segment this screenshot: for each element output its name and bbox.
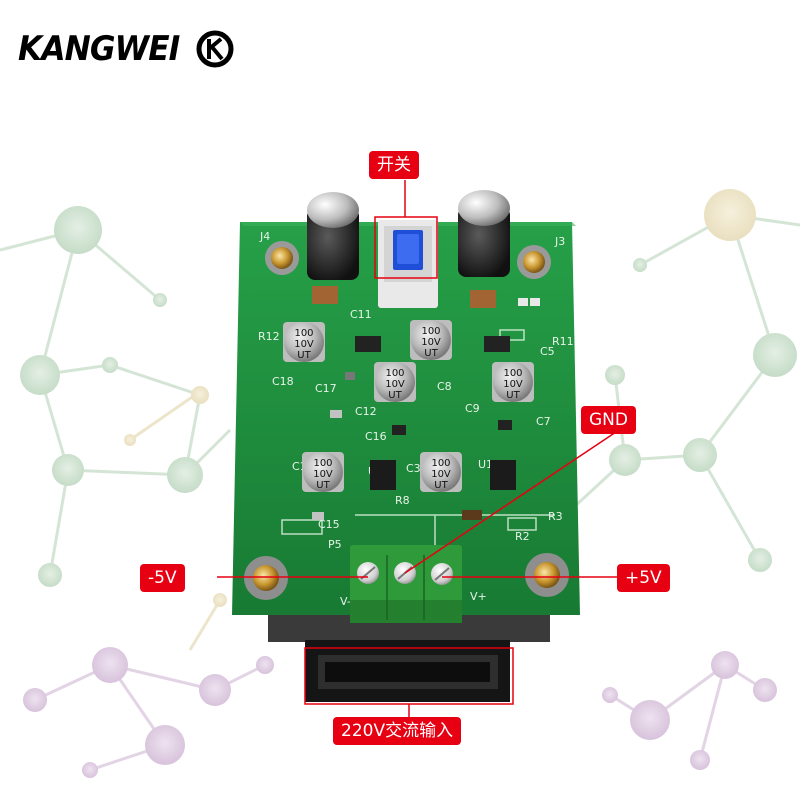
- callout-lines: [217, 180, 617, 717]
- svg-text:P5: P5: [328, 538, 342, 551]
- svg-text:UT: UT: [388, 390, 402, 401]
- svg-text:C16: C16: [365, 430, 387, 443]
- svg-text:C15: C15: [318, 518, 340, 531]
- svg-text:10V: 10V: [431, 469, 451, 480]
- svg-text:R3: R3: [548, 510, 563, 523]
- svg-text:UT: UT: [506, 390, 520, 401]
- svg-text:UT: UT: [316, 480, 330, 491]
- svg-text:C3: C3: [406, 462, 421, 475]
- svg-text:100: 100: [503, 368, 522, 379]
- svg-text:C17: C17: [315, 382, 337, 395]
- svg-text:100: 100: [313, 458, 332, 469]
- ac-input-label: 220V交流输入: [333, 717, 462, 745]
- svg-text:100: 100: [294, 328, 313, 339]
- svg-text:100: 100: [385, 368, 404, 379]
- background-bubbles: [20, 189, 797, 778]
- svg-text:V-: V-: [340, 595, 351, 608]
- svg-text:UT: UT: [297, 350, 311, 361]
- smd-components: [312, 286, 540, 520]
- svg-text:UT: UT: [434, 480, 448, 491]
- svg-text:100: 100: [431, 458, 450, 469]
- minus-5v-label: -5V: [140, 564, 185, 592]
- transformer: [268, 600, 550, 702]
- svg-text:J4: J4: [259, 230, 270, 243]
- svg-text:C5: C5: [540, 345, 555, 358]
- mounting-posts: [244, 241, 569, 600]
- svg-text:R2: R2: [515, 530, 530, 543]
- svg-text:R11: R11: [552, 335, 574, 348]
- svg-text:10V: 10V: [421, 337, 441, 348]
- svg-text:J3: J3: [554, 235, 565, 248]
- svg-text:10V: 10V: [503, 379, 523, 390]
- switch-label: 开关: [369, 151, 419, 179]
- power-switch: [378, 220, 438, 308]
- svg-text:C7: C7: [536, 415, 551, 428]
- svg-text:100: 100: [421, 326, 440, 337]
- svg-text:C12: C12: [355, 405, 377, 418]
- svg-text:V+: V+: [470, 590, 487, 603]
- brand-logo-text: KANGWEI: [18, 29, 180, 69]
- svg-text:C11: C11: [350, 308, 372, 321]
- electrolytic-capacitors: [307, 190, 510, 280]
- terminal-block: [350, 545, 462, 623]
- svg-text:10V: 10V: [313, 469, 333, 480]
- svg-text:U1: U1: [478, 458, 493, 471]
- svg-text:C8: C8: [437, 380, 452, 393]
- brand-logo-mark-icon: [196, 30, 234, 68]
- svg-text:C18: C18: [272, 375, 294, 388]
- svg-text:UT: UT: [424, 348, 438, 359]
- brand-logo: KANGWEI: [18, 26, 235, 72]
- switch-highlight-box: [374, 216, 438, 279]
- smd-capacitors: 100 10V UT 100 10V UT 100 10V UT 100 10V…: [283, 320, 534, 492]
- svg-text:10V: 10V: [385, 379, 405, 390]
- gnd-label: GND: [581, 406, 636, 434]
- svg-text:C9: C9: [465, 402, 480, 415]
- svg-text:R12: R12: [258, 330, 280, 343]
- svg-text:R8: R8: [395, 494, 410, 507]
- plus-5v-label: +5V: [617, 564, 670, 592]
- svg-text:10V: 10V: [294, 339, 314, 350]
